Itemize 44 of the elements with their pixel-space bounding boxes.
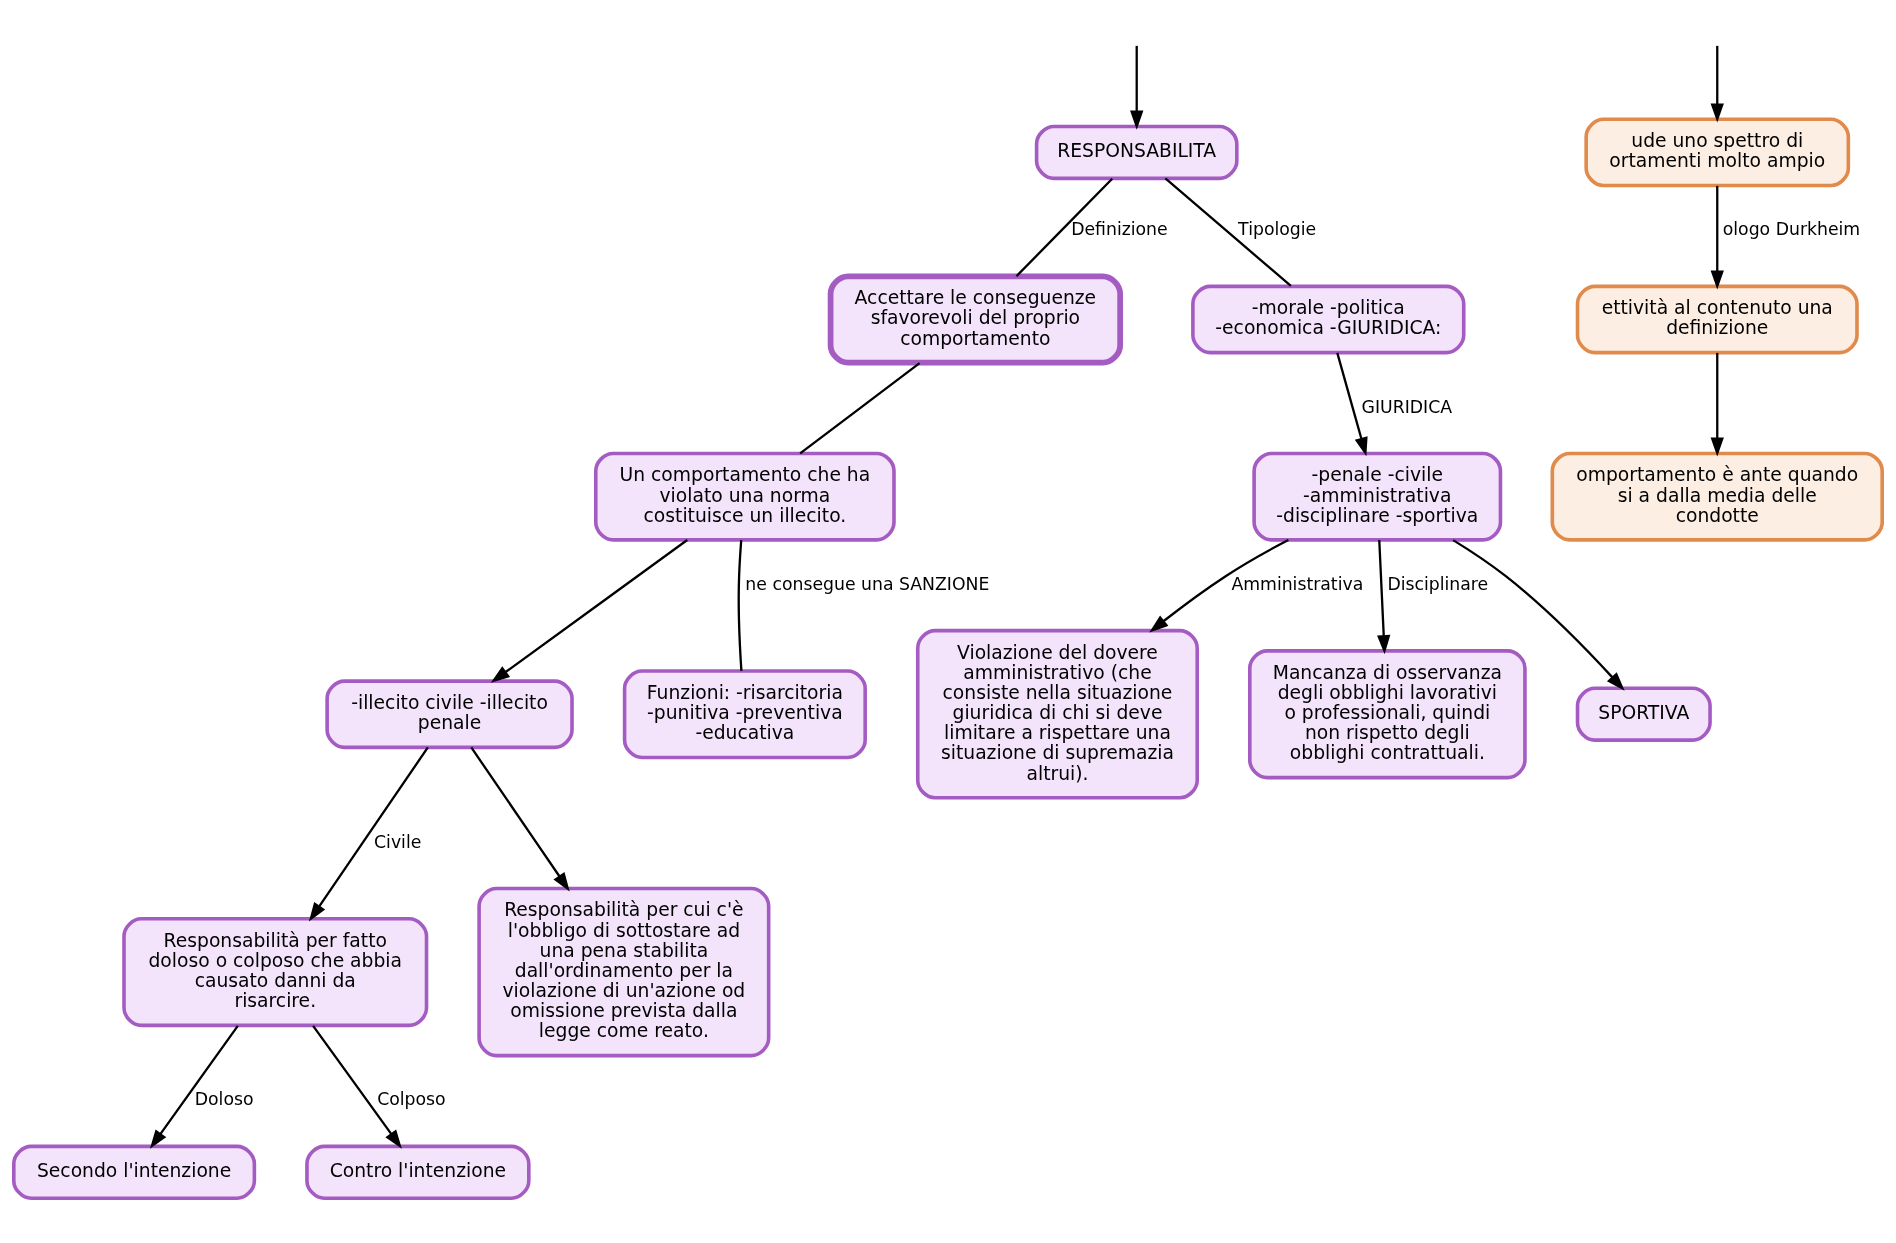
arrow (470, 746, 570, 892)
edge-label: Disciplinare (1387, 573, 1489, 594)
connector (737, 540, 743, 671)
node-box: Un comportamento che ha violato una norma costituisce un illecito. (594, 451, 896, 542)
node-box: Funzioni: -risarcitoria -punitiva -preventiva -educativa (622, 669, 867, 760)
arrow (1710, 45, 1724, 123)
arrow (1336, 352, 1368, 457)
node-box: -morale -politica -economica -GIURIDICA: (1191, 284, 1466, 355)
arrow (1710, 185, 1724, 290)
edge-label: Colposo (377, 1089, 446, 1110)
node-box: ettività al contenuto una definizione (1575, 284, 1859, 355)
node-box: ude uno spettro di ortamenti molto ampio (1584, 117, 1851, 188)
arrow (1452, 539, 1625, 691)
node-box: Secondo l'intenzione (12, 1144, 257, 1201)
arrow (1130, 45, 1144, 130)
node-box: Mancanza di osservanza degli obblighi lavorativi o professionali, quindi non rispetto degli obblighi contrattuali. (1248, 649, 1527, 780)
node-box: Contro l'intenzione (305, 1144, 531, 1201)
node-box: omportamento è ante quando si a dalla media delle condotte (1550, 451, 1884, 542)
edge-label: Civile (374, 831, 422, 852)
node-box: -illecito civile -illecito penale (325, 679, 574, 750)
arrow (1149, 538, 1289, 633)
node-box: -penale -civile -amministrativa -disciplinare -sportiva (1252, 451, 1503, 542)
connector (799, 362, 921, 455)
arrow (312, 1025, 402, 1149)
node-box: RESPONSABILITA (1034, 124, 1239, 181)
connector (1015, 177, 1114, 278)
edge-label: Definizione (1071, 219, 1168, 240)
arrow (149, 1025, 239, 1149)
connector (1164, 177, 1292, 287)
node-box: Accettare le conseguenze sfavorevoli del proprio comportamento (827, 273, 1124, 366)
edge-label: ne consegue una SANZIONE (745, 573, 990, 594)
arrow (1377, 539, 1391, 655)
edge-label: Tipologie (1238, 219, 1317, 240)
node-box: Responsabilità per cui c'è l'obbligo di sottostare ad una pena stabilita dall'ordinamento per la violazione di un'azione od omissione prevista dalla legge come reato. (477, 886, 771, 1058)
arrow (308, 746, 429, 922)
arrow (1710, 352, 1724, 457)
node-box: Violazione del dovere amministrativo (che consiste nella situazione giuridica di chi si deve limitare a rispettare una situazione di supremazia altrui). (915, 628, 1199, 800)
edge-label: Amministrativa (1231, 573, 1364, 594)
arrow (490, 539, 688, 683)
node-box: Responsabilità per fatto doloso o colposo che abbia causato danni da risarcire. (122, 916, 429, 1028)
node-box: SPORTIVA (1575, 686, 1712, 742)
edge-label: ologo Durkheim (1722, 219, 1861, 240)
edge-label: Doloso (194, 1089, 254, 1110)
edge-label: GIURIDICA (1361, 396, 1453, 417)
